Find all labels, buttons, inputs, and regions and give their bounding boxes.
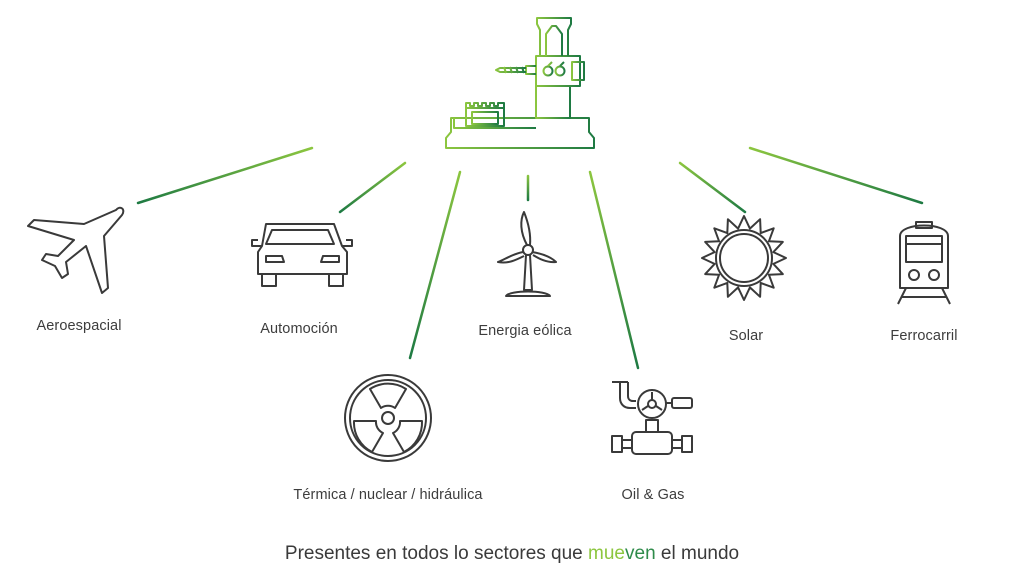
connector-rail [748,146,924,205]
tagline-highlight-b: ven [625,543,656,564]
connector-aero [136,146,314,205]
sector-label-oil: Oil & Gas [621,487,685,503]
milling-machine-icon [445,17,595,149]
sector-label-solar: Solar [728,328,764,344]
sector-label-thermal: Térmica / nuclear / hidráulica [293,487,483,503]
tagline-before: Presentes en todos lo sectores que [284,543,589,564]
sector-label-auto: Automoción [260,321,338,337]
sun-icon [701,215,787,301]
connector-thermal [408,170,462,360]
sector-label-aero: Aeroespacial [36,318,122,334]
car-icon [251,223,353,287]
connector-solar [678,161,747,214]
connector-oil [588,170,640,370]
airplane-icon [27,206,125,294]
sector-label-rail: Ferrocarril [890,328,958,344]
pipeline-valve-icon [611,381,693,455]
tagline-after: el mundo [655,543,740,564]
connector-auto [338,161,407,214]
radiation-icon [344,374,432,462]
sector-label-wind: Energia eólica [478,323,572,339]
tagline-highlight-a: mue [588,543,625,564]
train-icon [897,221,951,305]
wind-turbine-icon [497,211,557,297]
tagline: Presentes en todos lo sectores que mueve… [0,543,1024,565]
connector-lines [136,146,924,370]
